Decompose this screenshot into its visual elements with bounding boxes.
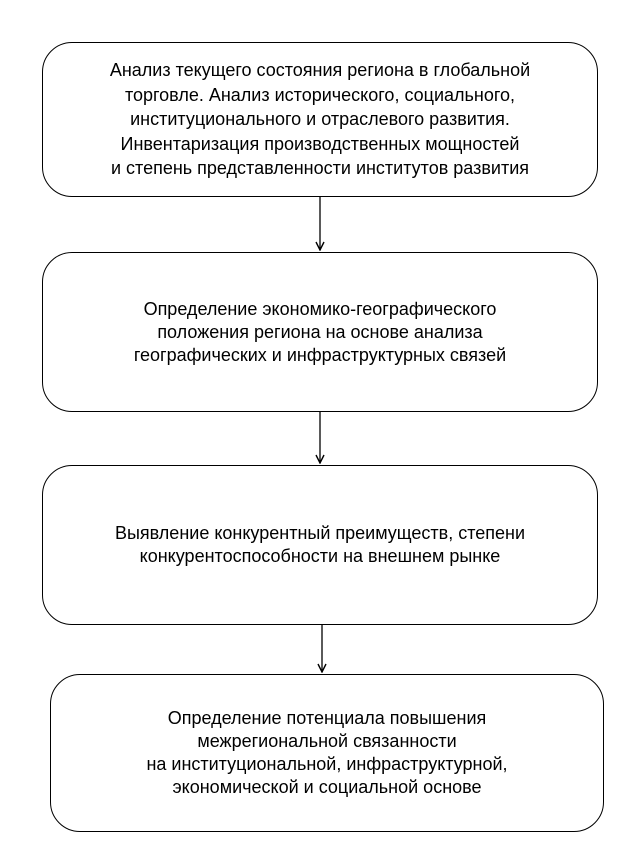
step-text-connectivity-potential: Определение потенциала повышения межреги… [146,708,508,797]
step-box-analysis: Анализ текущего состояния региона в глоб… [42,42,598,197]
step-box-geographic-position: Определение экономико-географического по… [42,252,598,412]
step-box-competitive-advantages: Выявление конкурентный преимуществ, степ… [42,465,598,625]
step-text-competitive-advantages: Выявление конкурентный преимуществ, степ… [114,523,526,566]
step-text-analysis: Анализ текущего состояния региона в глоб… [109,60,531,179]
step-text-geographic-position: Определение экономико-географического по… [133,298,507,365]
step-box-connectivity-potential: Определение потенциала повышения межреги… [50,674,604,832]
